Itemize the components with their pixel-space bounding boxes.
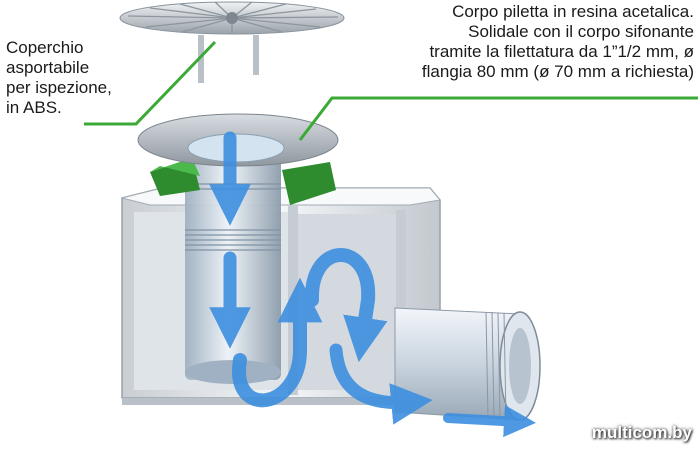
callout-cover-line: Coperchio — [6, 38, 84, 57]
watermark: multicom.by — [591, 423, 692, 442]
callout-cover-line: in ABS. — [6, 98, 62, 117]
callout-body-label: Corpo piletta in resina acetalica. Solid… — [422, 2, 694, 82]
callout-body-line: Corpo piletta in resina acetalica. — [452, 2, 694, 21]
callout-body-line: flangia 80 mm (ø 70 mm a richiesta) — [421, 62, 694, 81]
callout-body-line: Solidale con il corpo sifonante — [468, 22, 694, 41]
flange-disc — [137, 113, 339, 167]
callout-cover-line: asportabile — [6, 58, 90, 77]
callout-lines — [84, 40, 698, 141]
callout-line-body — [298, 96, 698, 141]
callout-cover-line: per ispezione, — [6, 78, 112, 97]
flow-arrow-icon — [209, 131, 536, 438]
callout-cover-label: Coperchio asportabile per ispezione, in … — [6, 38, 112, 118]
green-gasket — [150, 158, 336, 205]
cover-grate-icon — [119, 1, 345, 83]
callout-body-line: tramite la filettatura da 1”1/2 mm, ø — [429, 42, 694, 61]
callout-line-cover — [84, 40, 217, 126]
